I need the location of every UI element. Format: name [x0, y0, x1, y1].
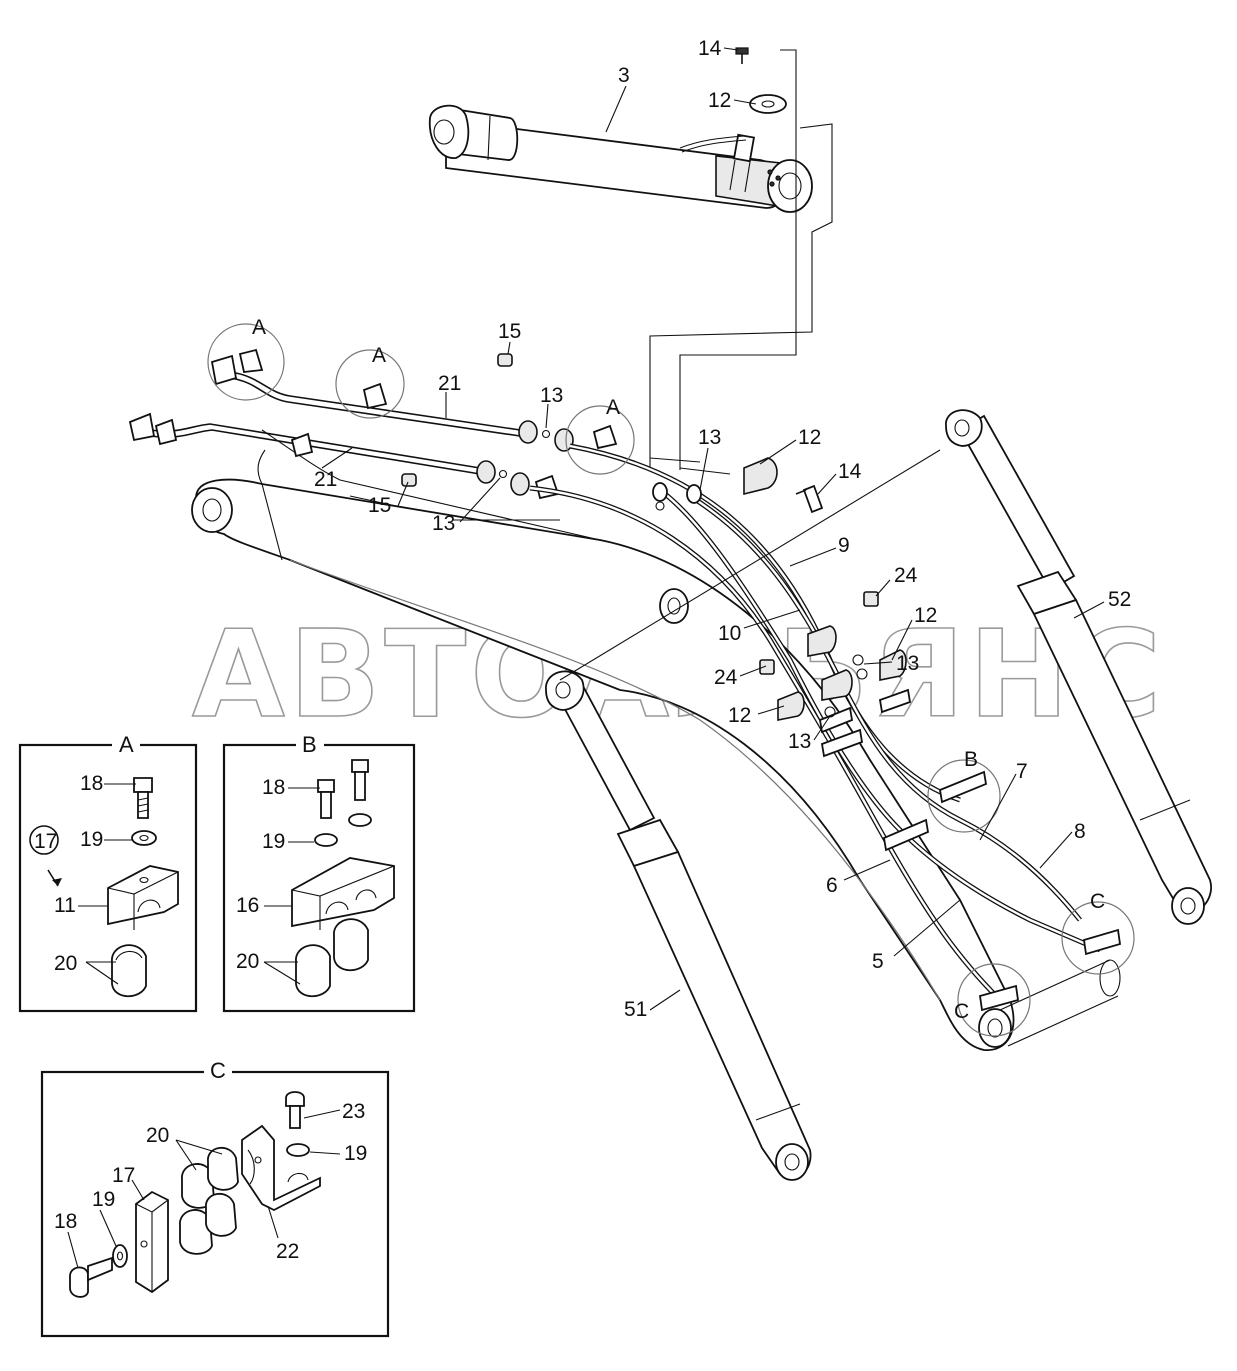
pipe-21-lower	[128, 412, 508, 484]
inset-b-callout: 16	[236, 894, 259, 917]
bushing-20	[295, 918, 369, 998]
inset-b-callout: 19	[262, 830, 285, 853]
callout: 13	[540, 384, 563, 407]
inset-c-callout: 19	[344, 1142, 367, 1165]
callout: 15	[368, 494, 391, 517]
callout: 9	[838, 534, 850, 557]
clamp-block-17-c	[135, 1190, 169, 1294]
washer-19	[314, 813, 372, 847]
pipe-routing-lines	[649, 49, 833, 470]
inset-b-callout: 18	[262, 776, 285, 799]
callout: 13	[432, 512, 455, 535]
hose-bundle	[529, 443, 1101, 1002]
detail-ref-label: C	[1090, 890, 1105, 913]
flanges-12-mid	[759, 591, 907, 721]
detail-circles	[207, 323, 1135, 1037]
callout: 7	[1016, 760, 1028, 783]
hydraulic-cylinder-51	[545, 670, 812, 1181]
inset-c-callout: 22	[276, 1240, 299, 1263]
callout: 3	[618, 64, 630, 87]
callout: 12	[728, 704, 751, 727]
washer-19-c	[286, 1143, 310, 1157]
inset-a-callout: 17	[34, 830, 57, 853]
inset-a-callout: 18	[80, 772, 103, 795]
plug-15-lower	[401, 473, 417, 487]
detail-ref-labels: A A A B C C	[252, 316, 1105, 1023]
callout: 13	[788, 730, 811, 753]
fittings-13-elbow	[652, 482, 702, 511]
detail-ref-label: A	[606, 396, 620, 419]
callout: 12	[798, 426, 821, 449]
inset-c-callout: 23	[342, 1100, 365, 1123]
inset-c-title: C	[210, 1058, 226, 1083]
callout: 13	[698, 426, 721, 449]
bolt-18	[317, 759, 369, 819]
callout: 21	[314, 468, 337, 491]
detail-ref-label: B	[964, 748, 978, 771]
inset-c-callout: 17	[112, 1164, 135, 1187]
callout: 21	[438, 372, 461, 395]
callout: 24	[714, 666, 738, 689]
callout-numbers: 14 3 12 15 21 13 21 15 13 13 12 14 9 24 …	[314, 37, 1131, 1021]
washer-19-c-lower	[112, 1244, 128, 1268]
detail-ref-label: C	[954, 1000, 969, 1023]
pipe-21-upper	[210, 348, 551, 444]
inset-b-title: B	[302, 732, 317, 757]
flange-12-right	[743, 457, 824, 514]
clamp-block-11	[107, 865, 179, 930]
callout: 24	[894, 564, 918, 587]
bolt-18-c	[69, 1256, 113, 1298]
callout: 14	[698, 37, 722, 60]
plug-15-upper	[497, 353, 513, 367]
circled-17	[29, 825, 59, 855]
flange-hose-lower	[510, 472, 560, 500]
callout: 13	[896, 652, 919, 675]
inset-a-callout: 11	[54, 894, 76, 917]
inset-b-callout: 20	[236, 950, 259, 973]
bushing-20	[111, 944, 147, 998]
hose-clamps	[818, 688, 1122, 1012]
callout: 5	[872, 950, 884, 973]
detail-ref-label: A	[372, 344, 386, 367]
inset-a-callout: 20	[54, 952, 77, 975]
inset-c-callout: 18	[54, 1210, 77, 1233]
flange-hose-upper	[554, 424, 618, 452]
inset-c-callout: 19	[92, 1188, 115, 1211]
callout: 12	[708, 89, 731, 112]
hydraulic-cylinder-3	[428, 104, 813, 213]
hydraulic-cylinder-52	[945, 409, 1212, 925]
bolt-23	[285, 1091, 305, 1129]
clamp-block-16	[291, 857, 395, 930]
inset-c: C	[40, 1058, 390, 1338]
flange-12-top	[749, 94, 787, 114]
detail-ref-label: A	[252, 316, 266, 339]
callout: 12	[914, 604, 937, 627]
washer-19	[131, 830, 157, 846]
callout: 8	[1074, 820, 1086, 843]
callout: 6	[826, 874, 838, 897]
bracket-22	[241, 1124, 321, 1212]
callout: 10	[718, 622, 741, 645]
inset-a: A 18 19 17 11	[18, 732, 198, 1013]
inset-b: B 18 19 16 20	[222, 732, 416, 1013]
callout: 14	[838, 460, 862, 483]
inset-a-callout: 19	[80, 828, 103, 851]
screw-14-top	[735, 47, 749, 64]
inset-c-callout: 20	[146, 1124, 169, 1147]
callout: 52	[1108, 588, 1131, 611]
callout: 51	[624, 998, 647, 1021]
bolt-18	[133, 777, 153, 819]
bushings-20-c	[179, 1147, 239, 1255]
callout: 15	[498, 320, 521, 343]
leader-lines	[321, 47, 1105, 1011]
inset-a-title: A	[119, 732, 134, 757]
